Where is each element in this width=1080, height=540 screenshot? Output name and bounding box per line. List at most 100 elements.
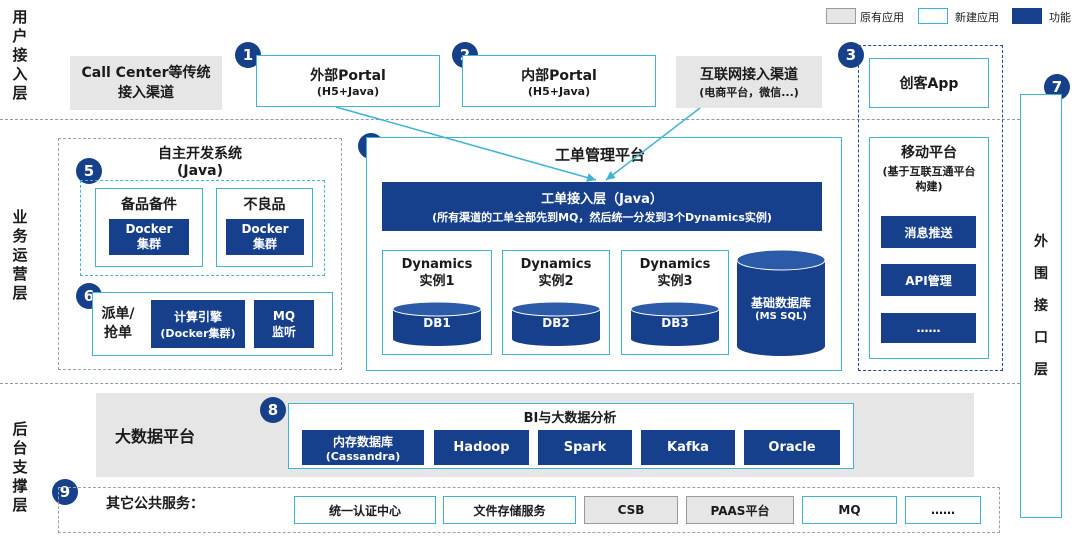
badge-3: 3 xyxy=(838,42,864,68)
layer-business-title: 业务运营层 xyxy=(12,208,28,302)
mobile-region xyxy=(858,45,1003,371)
badge-5: 5 xyxy=(76,158,102,184)
selfdev-header: 自主开发系统 (Java) xyxy=(130,143,270,179)
external-interface-title: 外围接口层 xyxy=(1034,234,1048,378)
external-portal-sub: (H5+Java) xyxy=(316,84,380,98)
file-storage-box: 文件存储服务 xyxy=(443,496,576,524)
bigdata-title: 大数据平台 xyxy=(114,427,195,446)
dynamics-instance-2-label: Dynamics实例2 xyxy=(520,257,592,289)
arrow-from-internet xyxy=(605,107,701,181)
layer-divider-2 xyxy=(0,383,1020,384)
internet-sub: (电商平台，微信...) xyxy=(699,86,799,99)
defect-docker-box: Docker集群 xyxy=(226,219,304,255)
chuangke-app-box: 创客App xyxy=(869,58,989,108)
dynamics-instance-1-label: Dynamics实例1 xyxy=(401,257,473,289)
layer-backend-title: 后台支撑层 xyxy=(12,420,28,514)
workorder-access-label: 工单接入层（Java） xyxy=(541,192,663,207)
db1-cylinder xyxy=(393,302,481,346)
dynamics-instance-1-header: Dynamics实例1 xyxy=(382,256,492,290)
auth-center-label: 统一认证中心 xyxy=(328,503,401,518)
file-storage-label: 文件存储服务 xyxy=(473,503,546,518)
kafka-label: Kafka xyxy=(667,440,709,455)
mobile-more-box: …… xyxy=(881,313,976,343)
callcenter-label: Call Center等传统接入渠道 xyxy=(81,65,211,101)
defect-header: 不良品 xyxy=(216,194,313,214)
kafka-box: Kafka xyxy=(641,430,735,465)
legend-new-swatch xyxy=(918,8,948,24)
defect-title: 不良品 xyxy=(243,197,286,213)
legend-new-label: 新建应用 xyxy=(955,11,999,24)
base-database-sub: (MS SQL) xyxy=(755,311,807,322)
inventory-group xyxy=(80,180,325,276)
mq-service-label: MQ xyxy=(838,503,861,517)
external-portal-box: 外部Portal (H5+Java) xyxy=(256,55,440,107)
callcenter-channel: Call Center等传统接入渠道 xyxy=(70,56,222,110)
internal-portal-box: 内部Portal (H5+Java) xyxy=(462,55,656,107)
db2-label: DB2 xyxy=(542,316,570,330)
arrow-from-external-portal xyxy=(335,106,597,182)
spare-docker-label: Docker集群 xyxy=(125,222,173,251)
legend-existing-label: 原有应用 xyxy=(860,11,904,24)
hadoop-box: Hadoop xyxy=(434,430,529,465)
badge-9: 9 xyxy=(52,479,78,505)
badge-8: 8 xyxy=(260,397,286,423)
spare-parts-title: 备品备件 xyxy=(121,197,177,213)
mq-listen-label: MQ监听 xyxy=(271,309,296,339)
dynamics-instance-3-label: Dynamics实例3 xyxy=(639,257,711,289)
workorder-title: 工单管理平台 xyxy=(554,146,645,164)
workorder-access-sub: (所有渠道的工单全部先到MQ，然后统一分发到3个Dynamics实例) xyxy=(432,211,772,224)
mobile-platform-title: 移动平台 xyxy=(901,145,957,161)
dynamics-instance-3-header: Dynamics实例3 xyxy=(621,256,729,290)
bi-analysis-header: BI与大数据分析 xyxy=(450,407,690,426)
db2-cylinder xyxy=(512,302,600,346)
defect-docker-label: Docker集群 xyxy=(241,222,289,251)
auth-center-box: 统一认证中心 xyxy=(294,496,436,524)
chuangke-app-label: 创客App xyxy=(899,76,959,92)
legend-existing-swatch xyxy=(826,8,856,24)
internal-portal-label: 内部Portal xyxy=(521,67,597,84)
db1-label: DB1 xyxy=(423,316,451,330)
legend-function-label: 功能 xyxy=(1049,11,1071,24)
selfdev-title: 自主开发系统 xyxy=(158,146,242,162)
oracle-label: Oracle xyxy=(768,440,816,455)
db3-cylinder xyxy=(631,302,719,346)
db3-label-wrap: DB3 xyxy=(631,316,719,330)
common-services-title: 其它公共服务： xyxy=(106,496,204,512)
selfdev-region xyxy=(58,138,342,370)
mobile-more-label: …… xyxy=(916,321,941,335)
spark-label: Spark xyxy=(563,440,607,455)
memdb-label: 内存数据库 xyxy=(332,434,393,449)
base-database-cylinder xyxy=(737,250,825,356)
message-push-label: 消息推送 xyxy=(904,225,953,240)
external-interface-box: 外围接口层 xyxy=(1020,94,1062,518)
message-push-box: 消息推送 xyxy=(881,216,976,248)
workorder-access-box: 工单接入层（Java） (所有渠道的工单全部先到MQ，然后统一分发到3个Dyna… xyxy=(382,182,822,231)
dynamics-instance-2-header: Dynamics实例2 xyxy=(502,256,610,290)
base-database-label: 基础数据库 xyxy=(750,296,811,310)
oracle-box: Oracle xyxy=(744,430,840,465)
spark-box: Spark xyxy=(538,430,632,465)
db3-label: DB3 xyxy=(661,316,689,330)
api-management-box: API管理 xyxy=(881,264,976,296)
internal-portal-sub: (H5+Java) xyxy=(527,84,591,98)
external-portal-label: 外部Portal xyxy=(310,67,386,84)
selfdev-sub: (Java) xyxy=(176,163,224,179)
layer-divider-1 xyxy=(0,119,1020,120)
compute-engine-label: 计算引擎 xyxy=(173,309,222,324)
csb-label: CSB xyxy=(617,503,645,517)
db2-label-wrap: DB2 xyxy=(512,316,600,330)
compute-engine-sub: (Docker集群) xyxy=(160,326,236,340)
internet-channel: 互联网接入渠道 (电商平台，微信...) xyxy=(676,56,822,108)
spare-docker-box: Docker集群 xyxy=(109,219,189,255)
compute-engine-box: 计算引擎 (Docker集群) xyxy=(151,300,245,348)
workorder-header: 工单管理平台 xyxy=(500,144,700,165)
bi-analysis-title: BI与大数据分析 xyxy=(523,411,617,426)
csb-box: CSB xyxy=(584,496,678,524)
base-database-label-wrap: 基础数据库 (MS SQL) xyxy=(737,294,825,322)
layer-user-title: 用户接入层 xyxy=(12,8,28,102)
db1-label-wrap: DB1 xyxy=(393,316,481,330)
common-services-region xyxy=(58,487,1000,533)
mq-service-box: MQ xyxy=(802,496,897,524)
